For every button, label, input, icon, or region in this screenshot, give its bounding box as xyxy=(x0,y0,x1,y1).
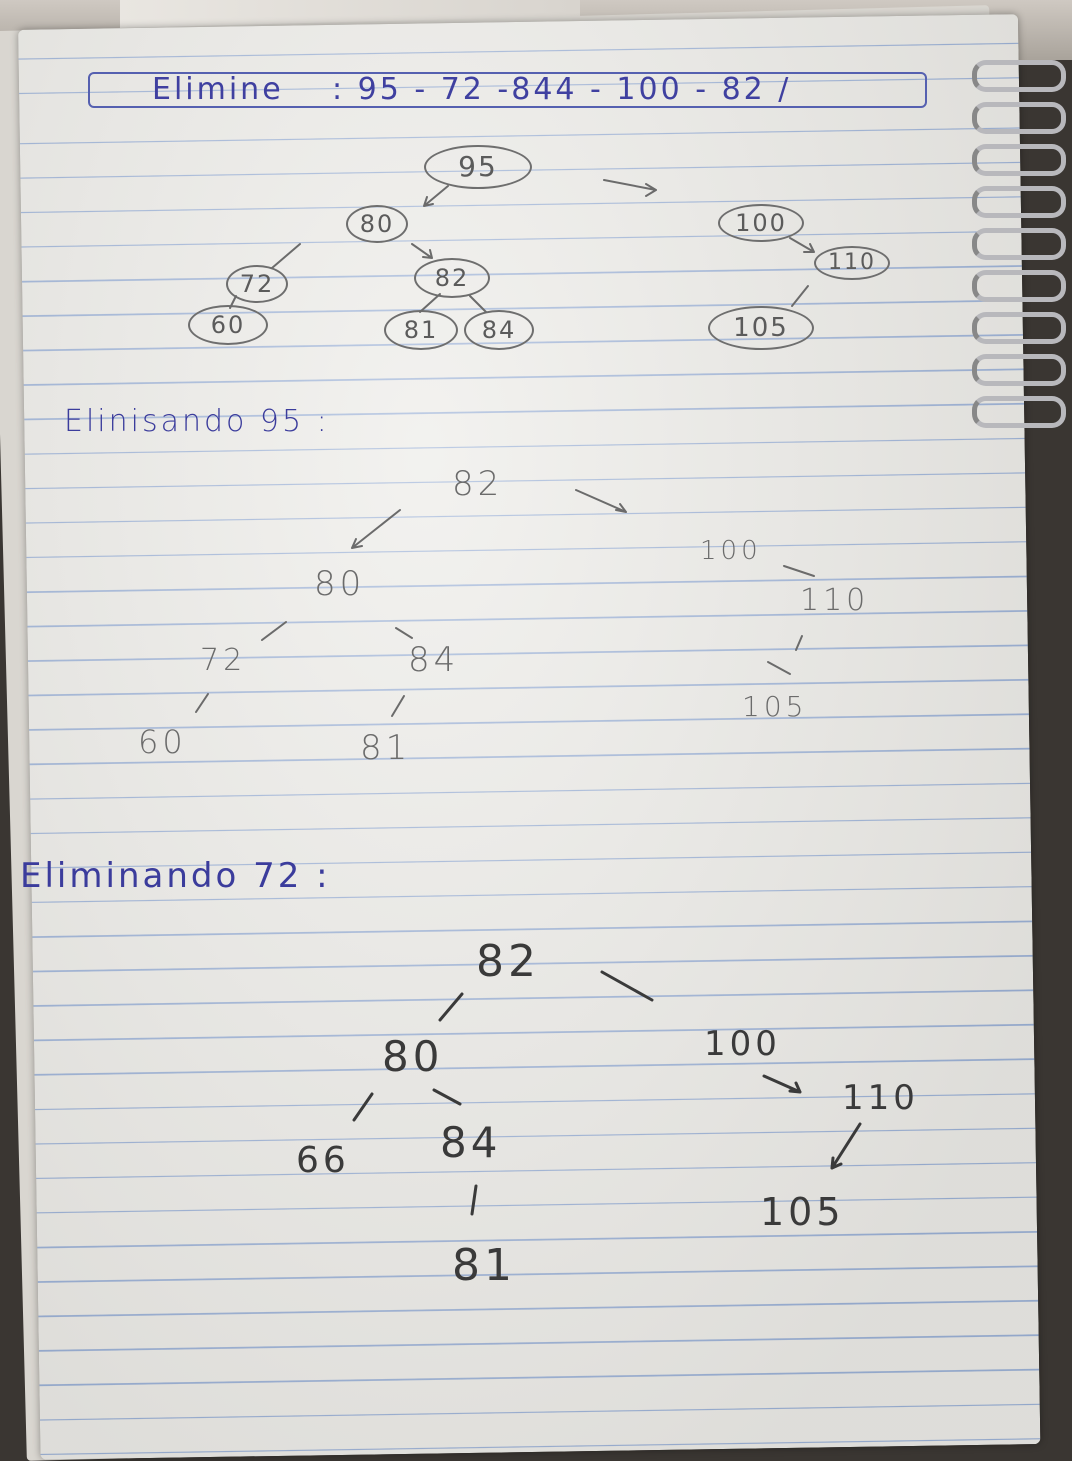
spiral-binding-icon xyxy=(972,40,1072,440)
node-105: 105 xyxy=(708,306,814,350)
s95-node-84: 84 xyxy=(408,640,460,680)
s72-node-80: 80 xyxy=(382,1032,444,1081)
s95-node-110: 110 xyxy=(800,583,870,618)
heading-eliminando-72: Eliminando 72 : xyxy=(20,856,331,896)
header-box xyxy=(88,72,927,108)
node-95: 95 xyxy=(424,145,532,189)
node-60: 60 xyxy=(188,305,268,345)
s72-node-81: 81 xyxy=(452,1240,516,1291)
s95-node-81: 81 xyxy=(360,728,412,768)
s72-node-105: 105 xyxy=(760,1190,845,1234)
s72-node-82: 82 xyxy=(476,936,540,987)
node-110: 110 xyxy=(814,246,890,280)
s72-node-66: 66 xyxy=(296,1140,350,1181)
header-sequence: : 95 - 72 -844 - 100 - 82 / xyxy=(332,72,792,107)
node-72: 72 xyxy=(226,265,288,303)
node-84: 84 xyxy=(464,310,534,350)
header-label: Elimine xyxy=(152,72,284,107)
node-81: 81 xyxy=(384,310,458,350)
s95-node-82: 82 xyxy=(452,464,504,504)
heading-eliminando-95: Elinisando 95 : xyxy=(64,404,330,439)
s95-node-80: 80 xyxy=(314,564,366,604)
s72-node-110: 110 xyxy=(842,1078,919,1118)
s95-node-105: 105 xyxy=(742,690,808,723)
node-100: 100 xyxy=(718,204,804,242)
s72-node-84: 84 xyxy=(440,1118,502,1167)
s95-node-100: 100 xyxy=(700,536,762,566)
s95-node-60: 60 xyxy=(138,723,187,761)
node-82: 82 xyxy=(414,258,490,298)
s72-node-100: 100 xyxy=(704,1024,781,1064)
s95-node-72: 72 xyxy=(200,643,247,678)
node-80: 80 xyxy=(346,205,408,243)
